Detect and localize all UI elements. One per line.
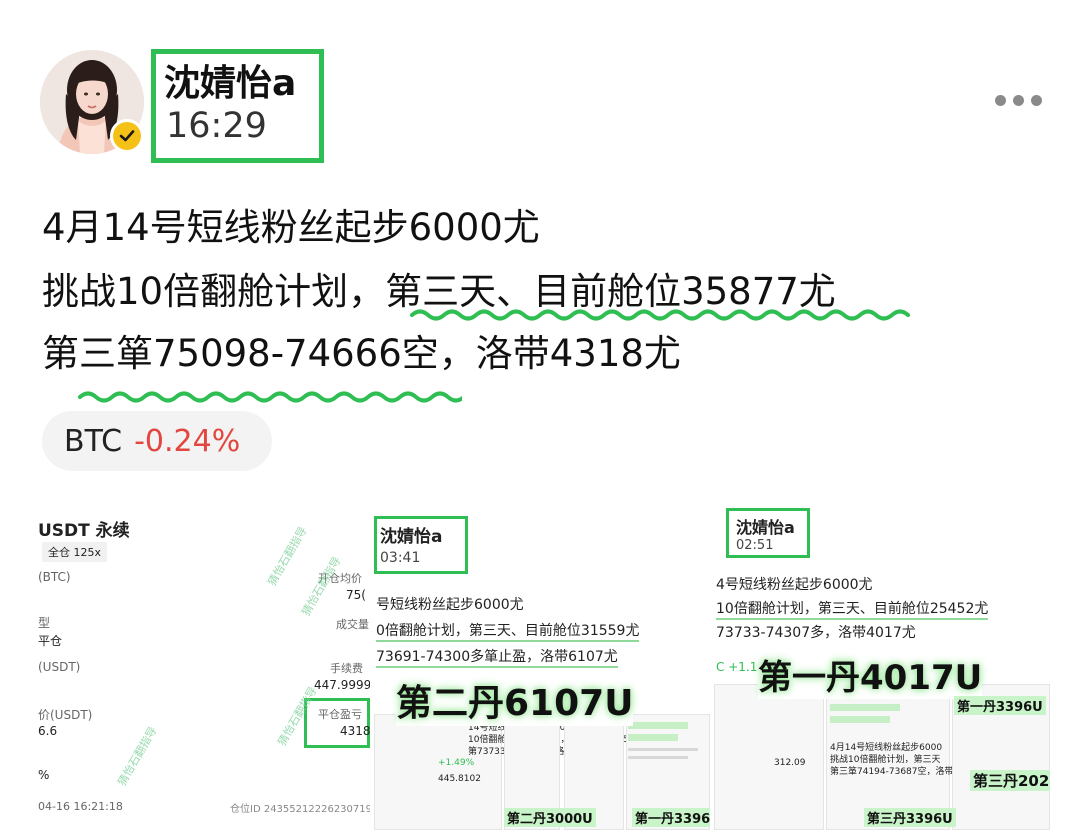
- post-line-2-highlight: 第三天、目前舱位35877尤: [385, 270, 836, 313]
- image1-deal-label: 成交量: [336, 618, 369, 631]
- more-dots-icon[interactable]: [986, 84, 1050, 116]
- image2-side-val: 445.8102: [438, 774, 481, 784]
- image3-line1: 4号短线粉丝起步6000尤: [716, 577, 873, 593]
- image1-watermark-2: 猜怡石翻指导: [265, 524, 310, 589]
- image1-open-avg-label: 开仓均价: [318, 572, 362, 585]
- image3-name: 沈婧怡a: [736, 518, 795, 537]
- image3-thumb-label-c: 第三丹2025U: [970, 770, 1050, 791]
- image3-time: 02:51: [736, 538, 774, 553]
- image1-row-position: 平仓: [38, 634, 63, 648]
- image2-mini-green-2: [628, 734, 678, 741]
- image3-mini3: 第三箪74194-73687空，洛带2025尤: [830, 767, 986, 777]
- avatar-portrait: [40, 50, 144, 154]
- post-line-3-plain: 洛带4318尤: [475, 332, 681, 375]
- image2-name-box: [374, 516, 468, 574]
- highlight-squiggle-line-2: [410, 309, 910, 321]
- image3-mini-green-1: [830, 704, 900, 711]
- image3-thumb-left: [714, 684, 824, 830]
- highlight-squiggle-line-3: [78, 391, 462, 403]
- image1-title: USDT 永续: [38, 521, 130, 541]
- image3-mini1: 4月14号短线粉丝起步6000: [830, 743, 943, 753]
- image1-watermark-4: 猜怡石翻指导: [299, 554, 344, 619]
- post-image-2[interactable]: 沈婧怡a 03:41 号短线粉丝起步6000尤 0倍翻舱计划，第三天、目前舱位3…: [374, 508, 710, 830]
- image2-name: 沈婧怡a: [380, 527, 443, 547]
- image2-mini-line-1: [628, 748, 698, 751]
- post-line-2: 挑战10倍翻舱计划，第三天、目前舱位35877尤: [42, 266, 836, 318]
- image2-big-label: 第二丹6107U: [396, 674, 634, 726]
- image1-position-id: 仓位ID 24355212226230719: [230, 804, 370, 815]
- post-line-3: 第三箪75098-74666空，洛带4318尤: [42, 328, 681, 380]
- image1-row-pct: %: [38, 768, 50, 782]
- image1-row-usdt: (USDT): [38, 660, 81, 674]
- image1-row-price: 价(USDT): [38, 708, 93, 722]
- image1-pnl-val: 4318: [340, 724, 370, 738]
- image3-mini2: 挑战10倍翻舱计划，第三天: [830, 755, 941, 765]
- image1-pnl-box: [304, 698, 370, 748]
- post-image-1[interactable]: USDT 永续 全仓 125x (BTC) 型 平仓 (USDT) 价(USDT…: [34, 508, 370, 830]
- post-line-3-highlight: 第三箪75098-74666空，: [42, 332, 476, 375]
- verified-badge-icon: [110, 119, 144, 153]
- image1-row-type: 型: [38, 616, 51, 630]
- image2-mini-line-2: [628, 756, 688, 759]
- post-line-2-plain: 挑战10倍翻舱计划，: [42, 270, 386, 313]
- image1-row-price-val: 6.6: [38, 724, 58, 738]
- name-highlight-box: [151, 49, 324, 163]
- image1-open-avg-val: 75(: [346, 588, 366, 602]
- image3-mini-green-2: [830, 716, 890, 723]
- image3-thumb-label-a: 第三丹3396U: [864, 808, 956, 827]
- image1-margin: 全仓 125x: [42, 542, 108, 562]
- image2-line1: 号短线粉丝起步6000尤: [376, 597, 524, 613]
- username[interactable]: 沈婧怡a: [164, 63, 297, 104]
- image3-side-val: 312.09: [774, 758, 806, 768]
- image2-line3: 73691-74300多箪止盈，洛带6107尤: [376, 646, 618, 668]
- image2-side-pct: +1.49%: [438, 758, 475, 768]
- ticker-symbol: BTC: [64, 423, 123, 459]
- image3-side-ticker: C +1.1: [716, 660, 758, 674]
- ticker-chip[interactable]: BTC -0.24%: [42, 411, 272, 471]
- image1-row-btc: (BTC): [38, 570, 71, 584]
- image1-fee-val: 447.9999: [314, 678, 370, 692]
- image2-time: 03:41: [380, 550, 421, 566]
- post-image-3[interactable]: 沈婧怡a 02:51 4号短线粉丝起步6000尤 10倍翻舱计划，第三天、目前舱…: [714, 508, 1050, 830]
- image1-pnl-label: 平仓盈亏: [318, 708, 362, 721]
- image2-thumb-label-b: 第二丹3000U: [504, 808, 596, 827]
- image3-line3: 73733-74307多，洛带4017尤: [716, 625, 916, 641]
- image3-thumb-label-b: 第一丹3396U: [954, 696, 1046, 715]
- image3-big-label: 第一丹4017U: [758, 650, 983, 699]
- image1-fee-label: 手续费: [330, 662, 363, 675]
- image2-thumb-label-c: 第一丹3396U: [632, 808, 710, 827]
- image2-mini-green-1: [628, 722, 688, 729]
- post-time: 16:29: [166, 106, 267, 146]
- image3-name-box: [726, 508, 810, 558]
- image3-line2: 10倍翻舱计划，第三天、目前舱位25452尤: [716, 598, 989, 620]
- post-line-1: 4月14号短线粉丝起步6000尤: [42, 206, 540, 249]
- avatar[interactable]: [40, 50, 144, 154]
- image2-line2: 0倍翻舱计划，第三天、目前舱位31559尤: [376, 620, 640, 642]
- ticker-change: -0.24%: [134, 423, 241, 459]
- image1-date: 04-16 16:21:18: [38, 800, 123, 813]
- image1-watermark-1: 猜怡石翻指导: [115, 724, 160, 789]
